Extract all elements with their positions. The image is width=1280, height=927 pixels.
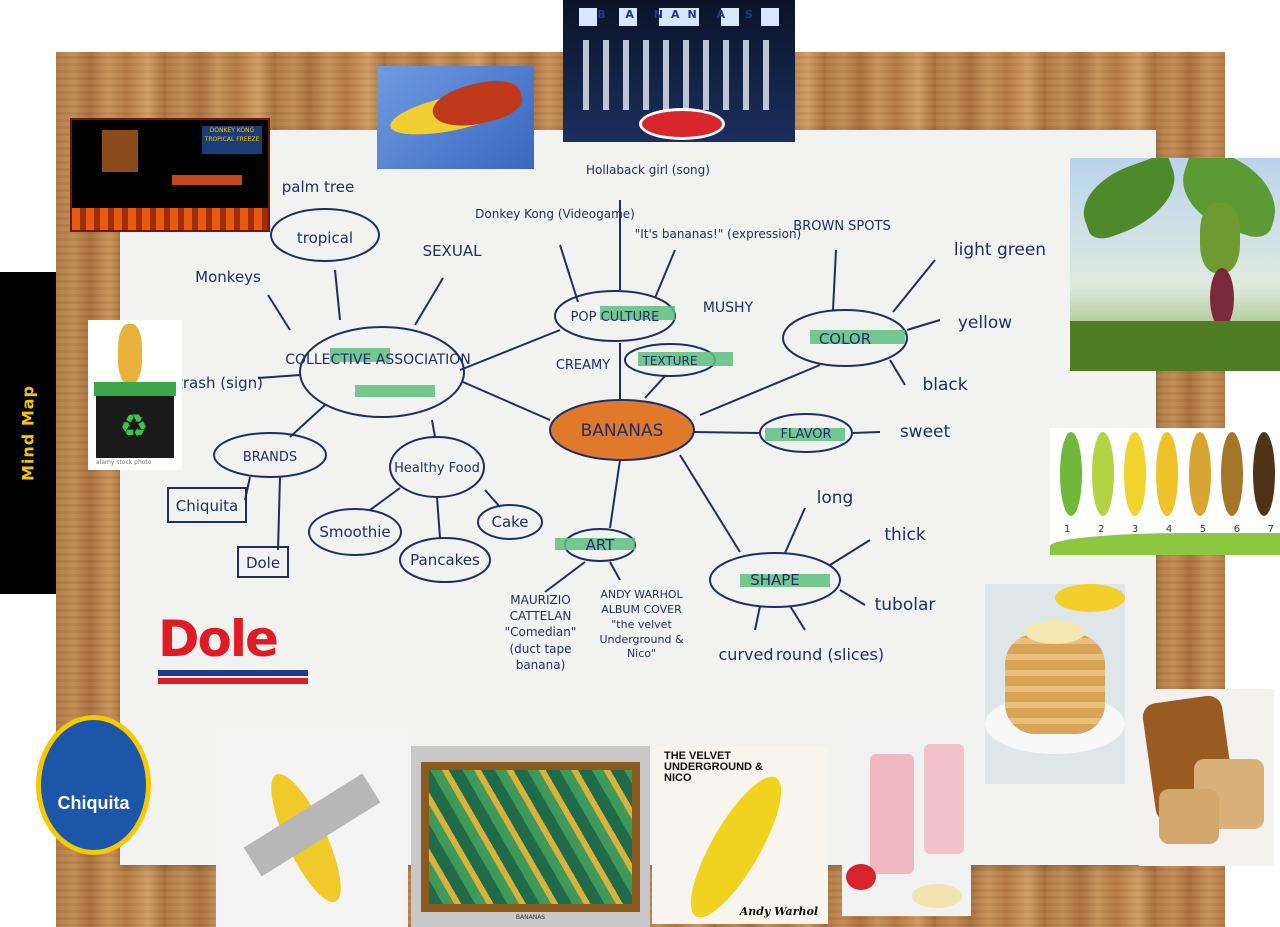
leaf-curved: curved bbox=[719, 645, 774, 664]
painting-caption: BANANAS bbox=[515, 914, 546, 921]
ripeness-7: 7 bbox=[1267, 524, 1274, 535]
leaf-monkeys: Monkeys bbox=[195, 268, 261, 286]
trash-caption: alamy stock photo bbox=[96, 459, 152, 466]
leaf-smoothie: Smoothie bbox=[319, 523, 390, 541]
smoothie-node bbox=[308, 508, 402, 556]
pancakes-node bbox=[399, 537, 491, 583]
pancakes-image bbox=[985, 584, 1125, 784]
leaf-round: round (slices) bbox=[776, 645, 884, 664]
tropical-node bbox=[270, 208, 380, 262]
trash-bin-image: ♻ alamy stock photo bbox=[88, 320, 182, 470]
ripeness-5: 5 bbox=[1199, 524, 1207, 535]
shape-label: SHAPE bbox=[750, 571, 800, 589]
donkey-kong-sprite bbox=[102, 130, 138, 172]
banana-condom-image bbox=[377, 66, 534, 169]
cake-node bbox=[477, 504, 543, 540]
center-node bbox=[549, 399, 695, 461]
brands-node bbox=[213, 432, 327, 478]
leaf-warhol: ANDY WARHOL ALBUM COVER "the velvet Unde… bbox=[599, 588, 684, 661]
leaf-cake: Cake bbox=[491, 513, 528, 531]
center-label: BANANAS bbox=[581, 421, 664, 441]
brands-label: BRANDS bbox=[243, 450, 297, 465]
leaf-hollaback: Hollaback girl (song) bbox=[586, 163, 710, 177]
ripeness-1: 1 bbox=[1064, 524, 1071, 535]
leaf-creamy: CREAMY bbox=[556, 358, 610, 373]
leaf-tropical: tropical bbox=[297, 229, 353, 247]
leaf-yellow: yellow bbox=[958, 313, 1012, 333]
dole-logo-text: Dole bbox=[158, 612, 279, 668]
leaf-black: black bbox=[922, 375, 967, 395]
recycle-icon: ♻ bbox=[119, 407, 149, 445]
chiquita-logo: Chiquita bbox=[36, 715, 151, 855]
flavor-label: FLAVOR bbox=[780, 427, 831, 442]
color-label: COLOR bbox=[819, 330, 871, 348]
shape-node bbox=[709, 552, 841, 608]
cheer-banner-text: B A NAN A S bbox=[597, 8, 761, 21]
leaf-its-bananas: "It's bananas!" (expression) bbox=[635, 227, 802, 241]
leaf-dole: Dole bbox=[246, 554, 280, 572]
leaf-thick: thick bbox=[884, 525, 926, 545]
ripeness-2: 2 bbox=[1097, 524, 1105, 535]
leaf-tubolar: tubolar bbox=[875, 595, 936, 615]
color-node bbox=[782, 309, 908, 367]
ripeness-3: 3 bbox=[1131, 524, 1139, 535]
leaf-trash: trash (sign) bbox=[177, 374, 263, 392]
album-title: THE VELVET UNDERGROUND & NICO bbox=[664, 750, 763, 784]
bananas-painting-image: BANANAS bbox=[411, 746, 650, 927]
leaf-palm-tree: palm tree bbox=[282, 178, 354, 196]
leaf-mushy: MUSHY bbox=[703, 300, 754, 316]
ripeness-6: 6 bbox=[1233, 524, 1241, 535]
leaf-sweet: sweet bbox=[900, 422, 951, 442]
leaf-cattelan: MAURIZIO CATTELAN "Comedian" (duct tape … bbox=[504, 593, 577, 672]
leaf-light-green: light green bbox=[954, 240, 1046, 260]
art-label: ART bbox=[586, 536, 616, 554]
game-title: DONKEY KONG TROPICAL FREEZE bbox=[202, 126, 262, 154]
velvet-underground-album-image: THE VELVET UNDERGROUND & NICO Andy Warho… bbox=[652, 747, 828, 924]
album-artist: Andy Warhol bbox=[739, 905, 818, 918]
sidebar: Mind Map bbox=[0, 272, 56, 594]
banana-tree-image bbox=[1070, 158, 1280, 371]
collective-node bbox=[299, 326, 465, 418]
leaf-long: long bbox=[817, 488, 854, 508]
cheerleaders-image: B A NAN A S bbox=[563, 0, 795, 142]
smoothie-image bbox=[842, 724, 971, 916]
leaf-brown-spots: BROWN SPOTS bbox=[793, 219, 890, 234]
dole-logo: Dole bbox=[158, 612, 308, 686]
leaf-chiquita: Chiquita bbox=[176, 497, 238, 515]
banana-bread-image bbox=[1139, 689, 1274, 866]
pop-label: POP CULTURE bbox=[571, 310, 660, 325]
leaf-pancakes: Pancakes bbox=[410, 551, 480, 569]
collective-label: COLLECTIVE ASSOCIATION bbox=[285, 352, 471, 368]
chiquita-logo-text: Chiquita bbox=[57, 793, 130, 813]
leaf-donkey-kong: Donkey Kong (Videogame) bbox=[475, 207, 635, 221]
texture-label: TEXTURE bbox=[642, 354, 698, 368]
healthy-label: Healthy Food bbox=[394, 461, 480, 476]
ripeness-4: 4 bbox=[1165, 524, 1173, 535]
ripeness-scale-image: 1 2 3 4 5 6 7 bbox=[1050, 428, 1280, 555]
leaf-sexual: SEXUAL bbox=[423, 242, 483, 260]
duct-tape-banana-image bbox=[216, 728, 408, 927]
donkey-kong-game-image: DONKEY KONG TROPICAL FREEZE bbox=[70, 118, 270, 232]
